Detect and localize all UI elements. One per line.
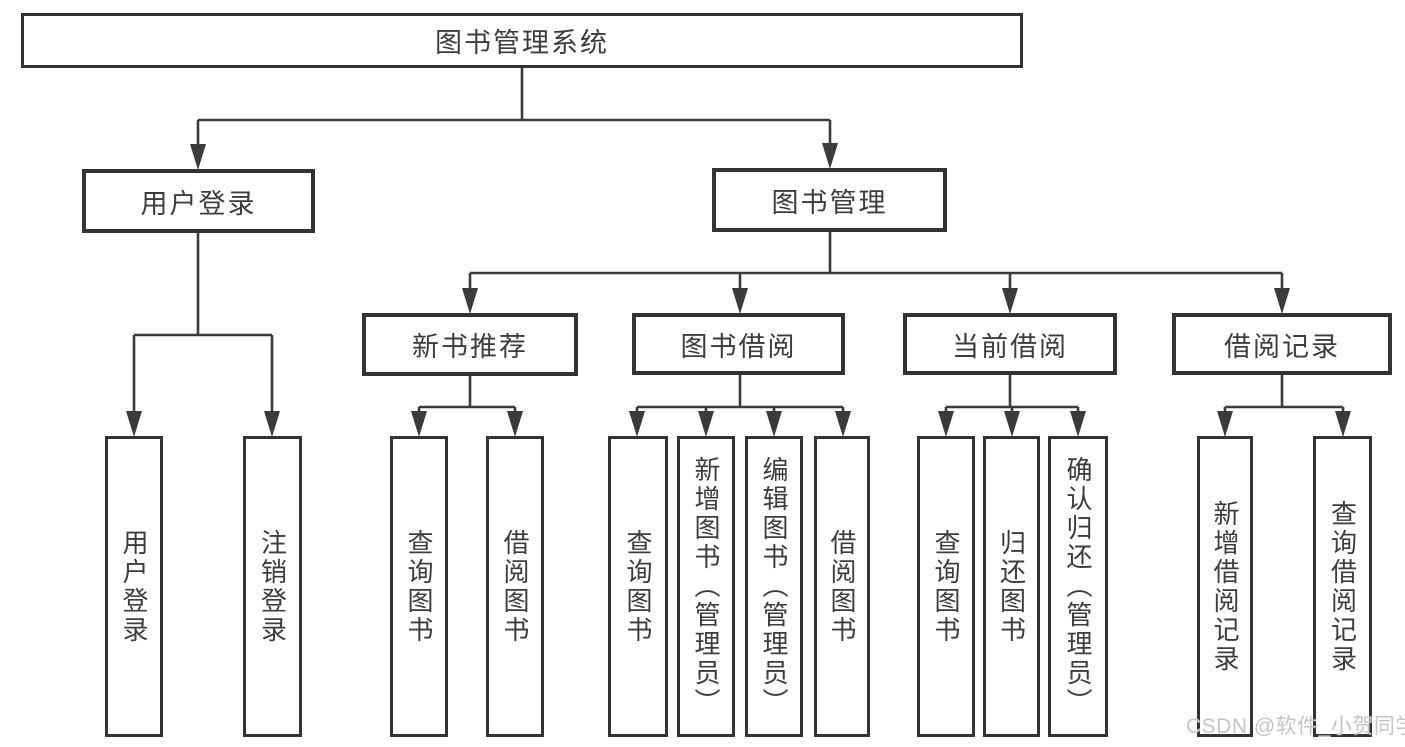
leaf-confirm-return-admin: 确认归还（管理员） xyxy=(1048,436,1108,737)
node-new-book-recommend-label: 新书推荐 xyxy=(412,332,528,362)
leaf-return-books-label: 归还图书 xyxy=(996,528,1027,645)
leaf-newbook-query-books: 查询图书 xyxy=(390,436,448,737)
node-book-management-label: 图书管理 xyxy=(771,187,888,218)
leaf-add-books-admin: 新增图书（管理员） xyxy=(677,436,735,737)
leaf-current-query-books: 查询图书 xyxy=(917,436,975,737)
connector-book-borrow-children xyxy=(635,375,845,414)
connector-root-to-level2 xyxy=(196,68,832,146)
connector-borrow-records-children xyxy=(1223,375,1345,414)
leaf-current-query-books-label: 查询图书 xyxy=(931,528,961,645)
leaf-query-borrow-record: 查询借阅记录 xyxy=(1313,436,1372,737)
node-borrow-records: 借阅记录 xyxy=(1172,313,1392,375)
leaf-borrow-books: 借阅图书 xyxy=(814,436,870,737)
node-current-borrow-label: 当前借阅 xyxy=(952,331,1068,362)
leaf-borrow-query-books-label: 查询图书 xyxy=(623,528,653,645)
connector-current-borrow-children xyxy=(944,375,1080,414)
leaf-logout: 注销登录 xyxy=(243,436,302,737)
node-user-login-label: 用户登录 xyxy=(140,188,257,219)
node-book-management: 图书管理 xyxy=(712,168,947,232)
leaf-logout-label: 注销登录 xyxy=(257,528,288,645)
leaf-newbook-borrow-books: 借阅图书 xyxy=(486,436,544,737)
arrowheads xyxy=(126,143,1351,437)
connector-user-login-children xyxy=(132,233,274,414)
leaf-add-borrow-record-label: 新增借阅记录 xyxy=(1210,499,1240,674)
leaf-user-login: 用户登录 xyxy=(105,436,163,737)
leaf-borrow-books-label: 借阅图书 xyxy=(827,528,857,645)
csdn-watermark: CSDN @软件_小贺同学 xyxy=(1186,715,1405,738)
node-user-login: 用户登录 xyxy=(82,169,315,233)
leaf-edit-books-admin: 编辑图书（管理员） xyxy=(745,436,803,737)
connector-book-mgmt-children xyxy=(468,232,1284,290)
connector-new-book-children xyxy=(417,376,517,414)
node-root-system-label: 图书管理系统 xyxy=(435,28,609,58)
leaf-add-borrow-record: 新增借阅记录 xyxy=(1197,436,1253,737)
node-book-borrow-label: 图书借阅 xyxy=(680,331,797,362)
leaf-query-borrow-record-label: 查询借阅记录 xyxy=(1327,499,1358,674)
node-book-borrow: 图书借阅 xyxy=(632,313,845,375)
node-current-borrow: 当前借阅 xyxy=(903,313,1117,375)
leaf-newbook-borrow-books-label: 借阅图书 xyxy=(500,528,530,645)
leaf-borrow-query-books: 查询图书 xyxy=(608,436,668,737)
node-new-book-recommend: 新书推荐 xyxy=(362,313,578,376)
leaf-user-login-label: 用户登录 xyxy=(119,528,149,645)
leaf-return-books: 归还图书 xyxy=(983,436,1040,737)
node-borrow-records-label: 借阅记录 xyxy=(1224,331,1340,362)
leaf-add-books-admin-label: 新增图书（管理员） xyxy=(691,456,721,717)
node-root-system: 图书管理系统 xyxy=(21,13,1023,68)
leaf-edit-books-admin-label: 编辑图书（管理员） xyxy=(759,456,789,717)
leaf-confirm-return-admin-label: 确认归还（管理员） xyxy=(1063,456,1093,717)
leaf-newbook-query-books-label: 查询图书 xyxy=(404,528,434,645)
